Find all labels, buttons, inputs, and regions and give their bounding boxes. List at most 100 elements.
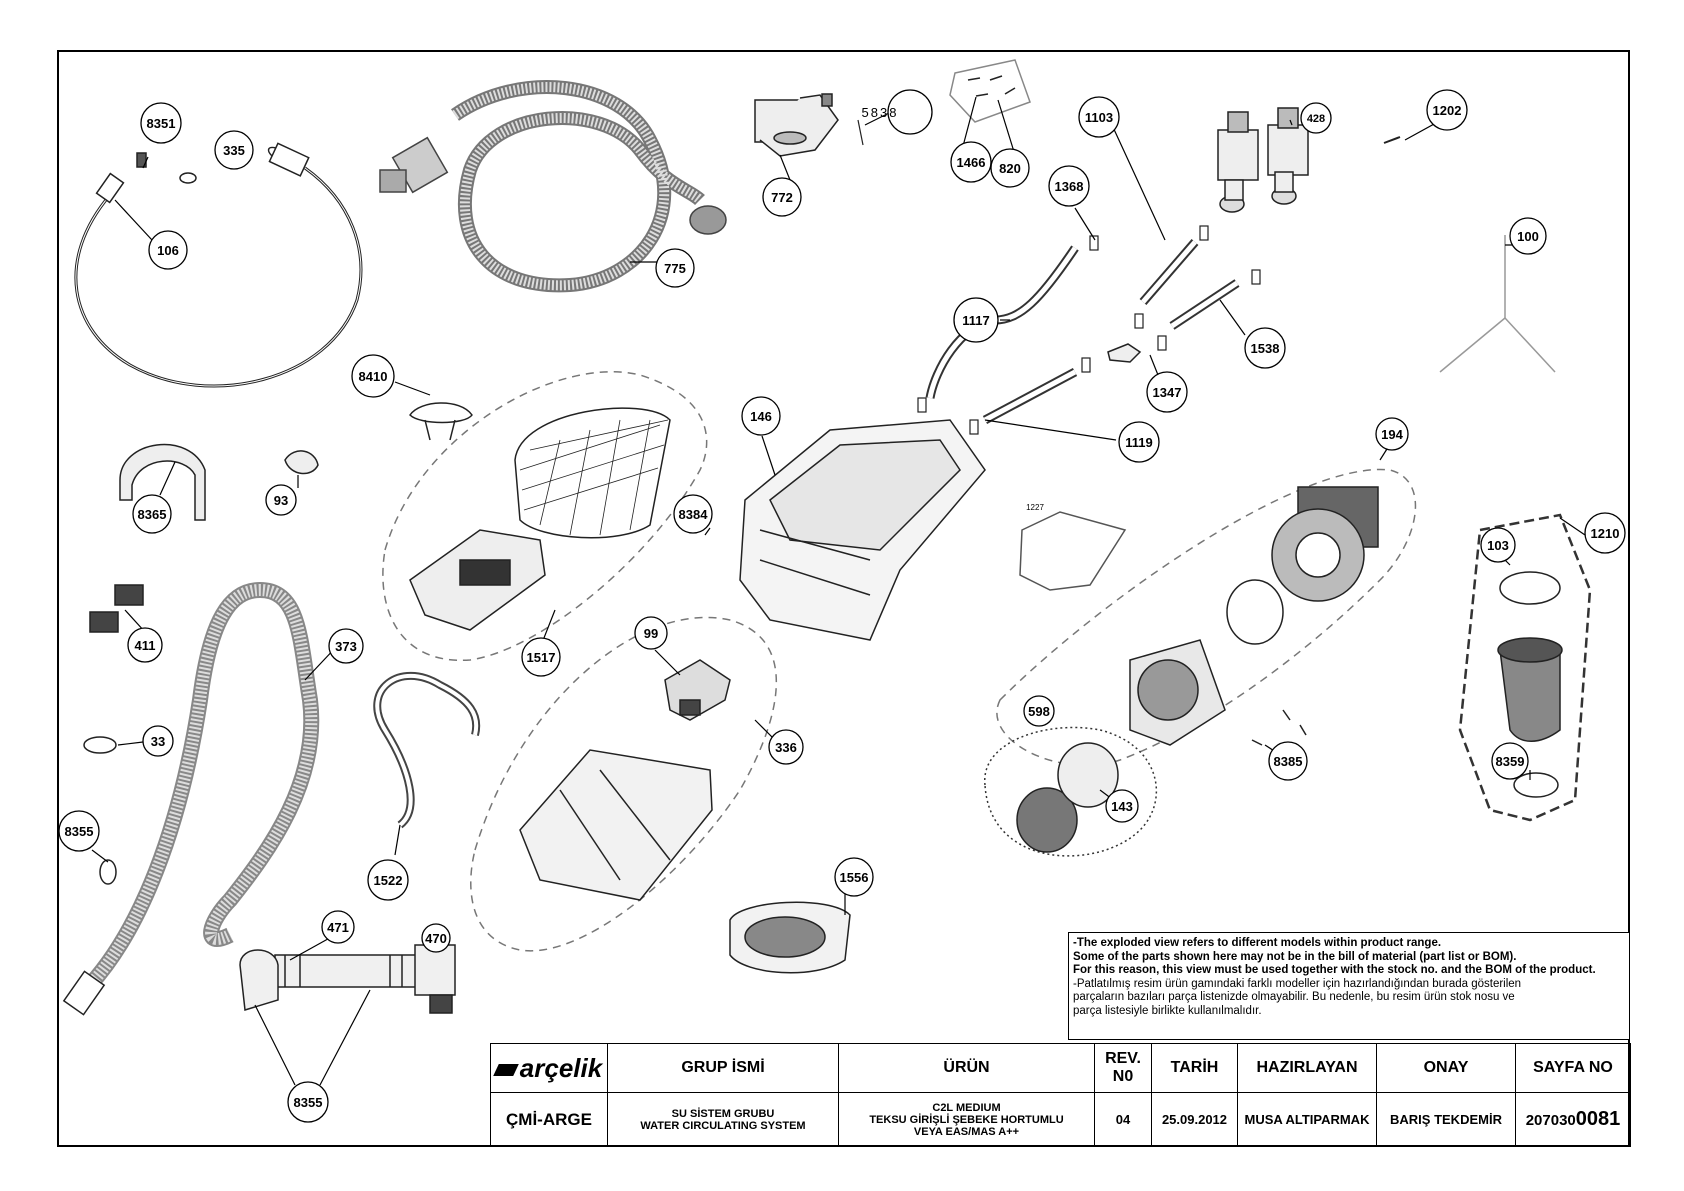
date-value: 25.09.2012 — [1151, 1092, 1238, 1147]
svg-text:1103: 1103 — [1085, 110, 1113, 125]
svg-text:772: 772 — [771, 190, 793, 205]
group-name-header: GRUP İSMİ — [607, 1043, 839, 1093]
callout-bubble: 1556 — [834, 857, 874, 897]
callout-bubble: 106 — [148, 230, 188, 270]
screw-card-part — [949, 59, 1031, 123]
notice-en-line: For this reason, this view must be used … — [1073, 964, 1596, 976]
approval-header: ONAY — [1376, 1043, 1516, 1093]
callout-bubble: 471 — [321, 910, 355, 944]
svg-text:598: 598 — [1028, 704, 1050, 719]
svg-text:1466: 1466 — [957, 155, 986, 170]
notice-en-line: -The exploded view refers to different m… — [1073, 937, 1442, 949]
svg-text:8410: 8410 — [359, 369, 388, 384]
callout-bubble: 1538 — [1244, 327, 1286, 369]
group-name-en: WATER CIRCULATING SYSTEM — [640, 1119, 806, 1132]
group-name-tr: SU SİSTEM GRUBU — [671, 1107, 775, 1120]
callout-bubble: 411 — [127, 627, 163, 663]
callout-text-1227: 1227 — [1026, 503, 1044, 512]
svg-text:471: 471 — [327, 920, 349, 935]
callout-bubble: 5838 — [862, 89, 933, 135]
callout-bubble: 1368 — [1048, 165, 1090, 207]
prepared-by-header: HAZIRLAYAN — [1237, 1043, 1377, 1093]
drain-pump-part — [1129, 486, 1379, 746]
filter-598-outline — [984, 726, 1158, 857]
bellow-part — [1497, 571, 1563, 798]
svg-text:1119: 1119 — [1125, 435, 1153, 450]
svg-text:1556: 1556 — [840, 870, 869, 885]
callout-bubble: 1466 — [950, 141, 992, 183]
callout-bubble: 146 — [741, 396, 781, 436]
svg-text:1368: 1368 — [1055, 179, 1084, 194]
page-number: 2070300081 — [1515, 1092, 1631, 1147]
title-block: arçelik GRUP İSMİ ÜRÜN REV. N0 TARİH HAZ… — [490, 1043, 1631, 1147]
drain-hose-part — [62, 581, 320, 1016]
svg-text:1538: 1538 — [1251, 341, 1280, 356]
callout-bubble: 8384 — [673, 494, 713, 534]
drain-pump-cover-part — [729, 901, 851, 974]
callout-bubble: 470 — [421, 923, 451, 953]
callout-bubble: 93 — [265, 484, 297, 516]
filter-tray-part — [409, 529, 546, 631]
callout-bubble: 373 — [328, 628, 364, 664]
page-number-header: SAYFA NO — [1515, 1043, 1631, 1093]
callout-bubble: 1522 — [367, 859, 409, 901]
water-valve-part — [1217, 107, 1309, 213]
callout-bubble: 1103 — [1078, 96, 1120, 138]
inlet-hose-part — [74, 142, 363, 388]
callout-bubble: 8365 — [132, 494, 172, 534]
svg-text:8355: 8355 — [294, 1095, 323, 1110]
callout-bubble: 775 — [655, 248, 695, 288]
svg-text:1210: 1210 — [1591, 526, 1620, 541]
detergent-drawer-part — [519, 749, 713, 901]
svg-text:820: 820 — [999, 161, 1021, 176]
svg-text:470: 470 — [425, 931, 447, 946]
exploded-view-notice: -The exploded view refers to different m… — [1068, 932, 1630, 1040]
product-line: TEKSU GİRİŞLİ ŞEBEKE HORTUMLU — [869, 1113, 1064, 1126]
callout-bubble: 33 — [142, 725, 174, 757]
group-name: SU SİSTEM GRUBU WATER CIRCULATING SYSTEM — [607, 1092, 839, 1147]
callout-bubble: 336 — [768, 729, 804, 765]
svg-text:373: 373 — [335, 639, 357, 654]
svg-text:8359: 8359 — [1496, 754, 1525, 769]
product-header: ÜRÜN — [838, 1043, 1095, 1093]
svg-text:103: 103 — [1487, 538, 1509, 553]
callout-bubble: 1210 — [1584, 512, 1626, 554]
department: ÇMİ-ARGE — [490, 1092, 608, 1147]
svg-text:99: 99 — [644, 626, 658, 641]
coiled-hose-part — [379, 80, 727, 293]
callout-bubble: 99 — [634, 616, 668, 650]
svg-text:8385: 8385 — [1274, 754, 1303, 769]
callout-bubble: 8355 — [58, 810, 100, 852]
mesh-filter-part — [514, 407, 671, 539]
svg-text:194: 194 — [1381, 427, 1403, 442]
svg-text:335: 335 — [223, 143, 245, 158]
callout-bubble: 820 — [990, 148, 1030, 188]
svg-text:93: 93 — [274, 493, 288, 508]
siphon-cap-part — [664, 659, 731, 721]
svg-text:1202: 1202 — [1433, 103, 1462, 118]
svg-text:8384: 8384 — [679, 507, 709, 522]
svg-text:143: 143 — [1111, 799, 1133, 814]
svg-text:775: 775 — [664, 261, 686, 276]
screws-8385 — [1251, 709, 1307, 746]
svg-text:1117: 1117 — [962, 313, 990, 328]
prepared-by: MUSA ALTIPARMAK — [1237, 1092, 1377, 1147]
notice-tr-line: -Patlatılmış resim ürün gamındaki farklı… — [1073, 977, 1522, 990]
notice-tr-line: parçaların bazıları parça listenizde olm… — [1073, 991, 1515, 1003]
pump-filter-part — [1016, 742, 1119, 853]
pressure-switch-part — [754, 93, 839, 157]
drawer-assembly-outline — [470, 616, 777, 952]
bellow-assembly-outline — [1458, 513, 1592, 822]
small-clip-part — [284, 450, 319, 475]
callout-bubble: 8355 — [287, 1081, 329, 1123]
svg-text:8365: 8365 — [138, 507, 167, 522]
callout-bubble: 428 — [1300, 102, 1332, 134]
filter-assembly-outline — [382, 371, 708, 661]
revision-header: REV. N0 — [1094, 1043, 1152, 1093]
callout-bubble: 1517 — [521, 637, 561, 677]
callout-bubble: 8359 — [1491, 742, 1529, 780]
hose-clamp-33 — [83, 736, 117, 754]
svg-text:106: 106 — [157, 243, 179, 258]
svg-text:8351: 8351 — [147, 116, 176, 131]
callout-bubble: 335 — [214, 130, 254, 170]
